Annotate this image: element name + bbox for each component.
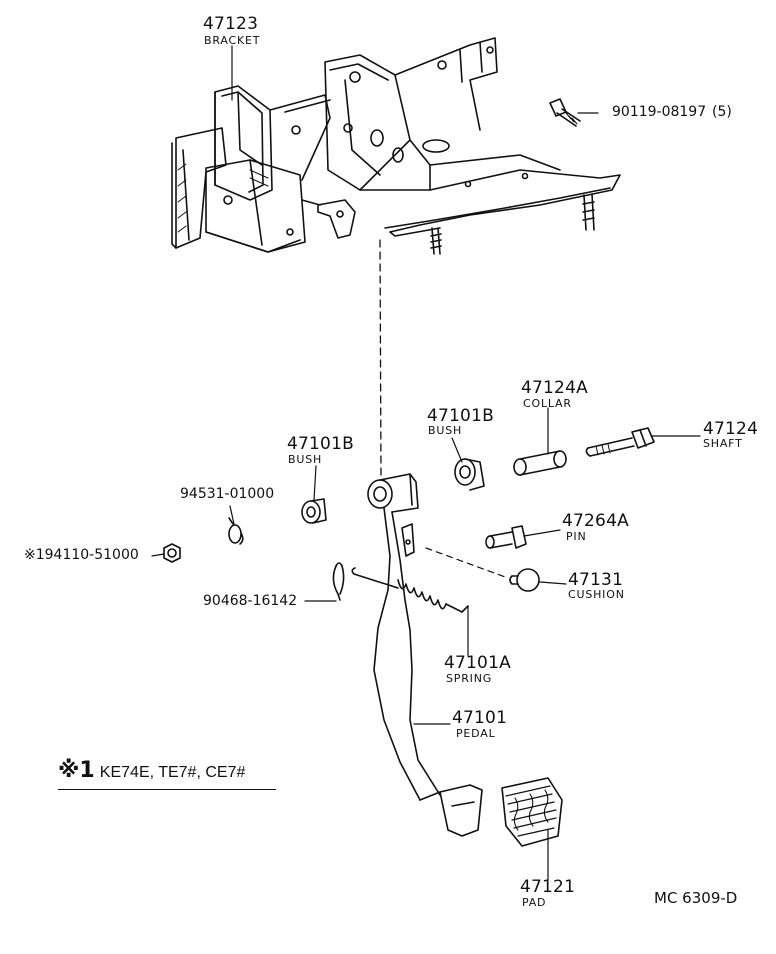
bush-left-part-number: 47101B [287, 434, 354, 454]
spring-part-number: 47101A [444, 653, 511, 673]
collar-drawing [513, 450, 567, 476]
pad-drawing [501, 777, 563, 847]
bracket-part-name: BRACKET [204, 34, 261, 47]
pad-part-number: 47121 [520, 877, 576, 897]
diagram-code: MC 6309-D [654, 889, 738, 907]
cushion-part-name: CUSHION [568, 588, 625, 601]
shaft-drawing [585, 427, 655, 457]
bush-right-drawing [454, 458, 485, 491]
pin-drawing [485, 525, 527, 549]
cotter-pin-drawing [332, 562, 345, 601]
alignment-line [379, 239, 382, 479]
pedal-part-number: 47101 [452, 708, 508, 728]
leader-lines [151, 45, 701, 881]
model-applicability-note: ※1 KE74E, TE7#, CE7# [58, 758, 276, 790]
collar-part-name: COLLAR [523, 397, 572, 410]
pedal-drawing [367, 473, 483, 837]
bush-left-part-name: BUSH [288, 453, 323, 466]
bolt-part-number: 90119-08197 [612, 104, 707, 120]
bush-right-part-number: 47101B [427, 406, 494, 426]
shaft-part-number: 47124 [703, 419, 759, 439]
pin-part-number: 47264A [562, 511, 629, 531]
pad-part-name: PAD [522, 896, 547, 909]
bracket-part-number: 47123 [203, 14, 259, 34]
bush-left-drawing [301, 498, 327, 524]
bush-right-part-name: BUSH [428, 424, 463, 437]
cushion-drawing [509, 568, 540, 592]
clip-drawing [228, 517, 244, 545]
bracket-assembly-drawing [171, 37, 621, 255]
collar-part-number: 47124A [521, 378, 588, 398]
shaft-part-name: SHAFT [703, 437, 743, 450]
nut-drawing [163, 543, 181, 563]
bolt-quantity: (5) [712, 104, 732, 120]
spring-part-name: SPRING [446, 672, 493, 685]
legend-symbol: ※1 [58, 758, 95, 783]
legend-text: KE74E, TE7#, CE7# [99, 764, 246, 781]
spring-drawing [351, 567, 469, 613]
pin-part-name: PIN [566, 530, 587, 543]
pedal-part-name: PEDAL [456, 727, 496, 740]
cotter-part-number: 90468-16142 [203, 593, 298, 609]
alignment-line-cushion [425, 547, 509, 579]
cushion-part-number: 47131 [568, 570, 624, 590]
bolt-drawing [549, 98, 581, 127]
clip-part-number: 94531-01000 [180, 486, 275, 502]
nut-part-number: ※194110-51000 [24, 547, 139, 563]
